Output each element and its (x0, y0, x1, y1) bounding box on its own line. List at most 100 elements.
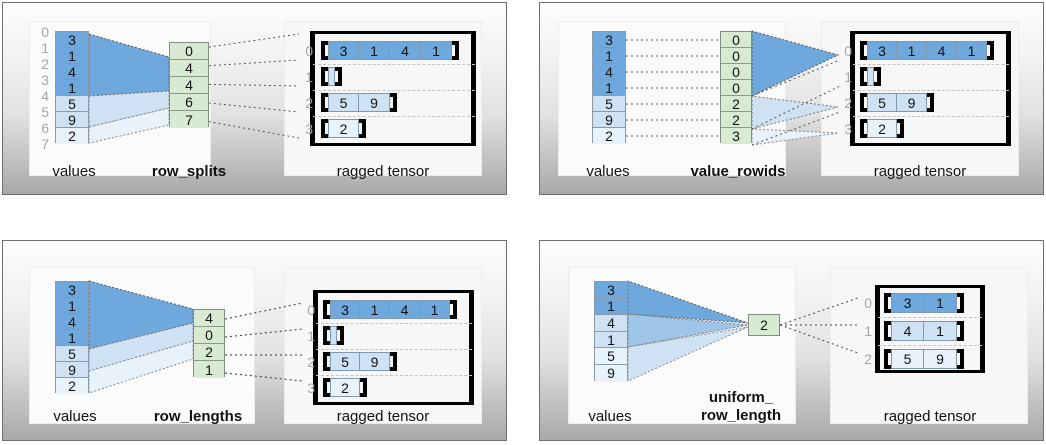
value-cell: 1 (593, 48, 625, 64)
ragged-cell: 1 (360, 300, 390, 319)
value-cell: 4 (56, 314, 88, 330)
value-index-label: 4 (41, 88, 49, 104)
encoding-caption-4-line2: row_length (700, 407, 781, 424)
ragged-row-separator (853, 116, 1009, 117)
ragged-cell: 5 (867, 93, 897, 112)
value-index-label: 3 (41, 72, 49, 88)
ragged-cell: 2 (330, 378, 360, 397)
encoding-cell: 0 (721, 80, 751, 96)
ragged-caption-2: ragged tensor (873, 163, 967, 180)
encoding-cell: 1 (194, 361, 224, 378)
ragged-row-index: 2 (864, 351, 872, 367)
ragged-row-separator (313, 90, 475, 91)
ragged-cell: 9 (359, 93, 390, 112)
left-bracket-icon (884, 293, 891, 313)
value-cell: 2 (56, 378, 88, 394)
encoding-cell: 7 (170, 111, 208, 128)
ragged-caption-1: ragged tensor (336, 163, 430, 180)
ragged-row-index: 2 (307, 354, 315, 370)
ragged-brackets-3 (313, 290, 474, 405)
value-cell: 5 (593, 96, 625, 112)
ragged-cell: 3 (328, 41, 359, 60)
right-bracket-icon (337, 326, 344, 345)
ragged-row-separator (853, 64, 1009, 65)
left-bracket-icon (860, 93, 867, 112)
left-bracket-icon (860, 41, 867, 60)
ragged-row-separator (878, 345, 982, 346)
right-bracket-icon (957, 321, 964, 341)
right-bracket-icon (452, 41, 459, 60)
left-bracket-icon (884, 349, 891, 369)
ragged-row-index: 1 (305, 69, 313, 85)
value-cell: 3 (593, 32, 625, 48)
value-index-label: 7 (41, 136, 49, 152)
right-bracket-icon (360, 378, 367, 397)
left-bracket-icon (323, 300, 330, 319)
ragged-row-index: 3 (844, 121, 852, 137)
value-index-label: 2 (41, 56, 49, 72)
value-cell: 4 (56, 64, 88, 80)
ragged-row-separator (313, 116, 475, 117)
left-bracket-icon (323, 378, 330, 397)
value-index-label: 5 (41, 104, 49, 120)
value-cell: 4 (595, 315, 627, 332)
encoding-caption-4-line1: uniform_ (708, 389, 774, 406)
ragged-row-index: 2 (844, 95, 852, 111)
value-cell: 1 (56, 48, 88, 64)
encoding-cell: 4 (170, 60, 208, 77)
ragged-row-index: 1 (307, 328, 315, 344)
encoding-cell: 0 (194, 327, 224, 344)
ragged-row-index: 1 (844, 69, 852, 85)
ragged-cell: 1 (924, 293, 957, 313)
ragged-row-separator (878, 317, 982, 318)
right-bracket-icon (390, 93, 397, 112)
ragged-cell: 2 (867, 119, 897, 138)
ragged-cell: 2 (328, 119, 359, 138)
ragged-brackets-4 (875, 285, 985, 373)
encoding-cell: 6 (170, 94, 208, 111)
ragged-row-index: 3 (305, 121, 313, 137)
right-bracket-icon (874, 67, 881, 86)
value-cell: 1 (56, 330, 88, 346)
ragged-cell-empty (330, 326, 337, 345)
ragged-cell: 9 (360, 352, 390, 371)
ragged-row: 2 (860, 119, 904, 138)
value-cell: 1 (595, 298, 627, 316)
ragged-cell: 5 (330, 352, 360, 371)
value-cell: 9 (593, 112, 625, 128)
right-bracket-icon (335, 67, 342, 86)
value-cell: 5 (56, 346, 88, 362)
values-caption-2: values (586, 163, 630, 180)
left-bracket-icon (323, 352, 330, 371)
value-cell: 9 (56, 112, 88, 128)
encoding-cell: 2 (749, 315, 779, 335)
left-bracket-icon (321, 93, 328, 112)
right-bracket-icon (359, 119, 366, 138)
encoding-caption-1: row_splits (151, 163, 227, 180)
right-bracket-icon (897, 119, 904, 138)
ragged-row-index: 2 (305, 95, 313, 111)
value-index-label: 6 (41, 120, 49, 136)
ragged-cell: 4 (390, 300, 420, 319)
ragged-cell: 1 (897, 41, 927, 60)
ragged-row-index: 0 (305, 43, 313, 59)
left-bracket-icon (321, 67, 328, 86)
ragged-row-index: 3 (307, 380, 315, 396)
values-caption-1: values (52, 163, 96, 180)
ragged-row-separator (316, 349, 472, 350)
ragged-cell: 9 (924, 349, 957, 369)
ragged-cell: 4 (390, 41, 421, 60)
